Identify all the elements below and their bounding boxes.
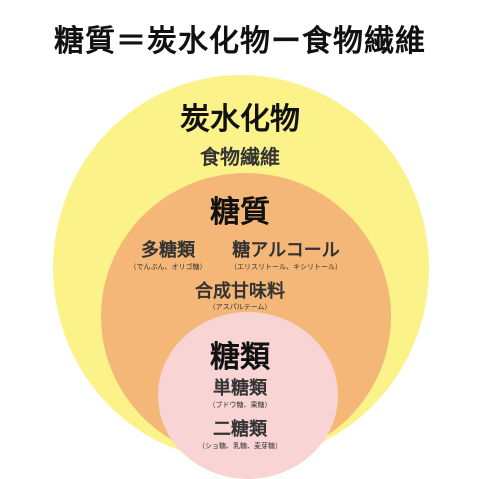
polysaccharide-note: （でんぷん、オリゴ糖）	[129, 263, 207, 271]
polysaccharide-label: 多糖類	[141, 240, 195, 261]
sugar-alcohol-note: （エリスリトール、キシリトール）	[230, 263, 342, 271]
sugars-title: 糖類	[210, 340, 270, 375]
carbohydrate-title: 炭水化物	[180, 102, 300, 137]
sugar-alcohol-label: 糖アルコール	[232, 240, 340, 261]
sugars-circle	[158, 312, 338, 479]
disaccharide-label: 二糖類	[213, 419, 267, 440]
dietary-fiber-label: 食物繊維	[200, 145, 280, 169]
monosaccharide-note: （ブドウ糖、果糖）	[208, 401, 272, 409]
monosaccharide-label: 単糖類	[213, 378, 267, 399]
artificial-sweetener-label: 合成甘味料	[195, 281, 285, 302]
sugar-title: 糖質	[210, 195, 270, 230]
artificial-sweetener-note: （アスパルテーム）	[208, 303, 272, 311]
page-title: 糖質＝炭水化物ー食物繊維	[54, 24, 426, 59]
disaccharide-note: （ショ糖、乳糖、麦芽糖）	[198, 442, 282, 450]
